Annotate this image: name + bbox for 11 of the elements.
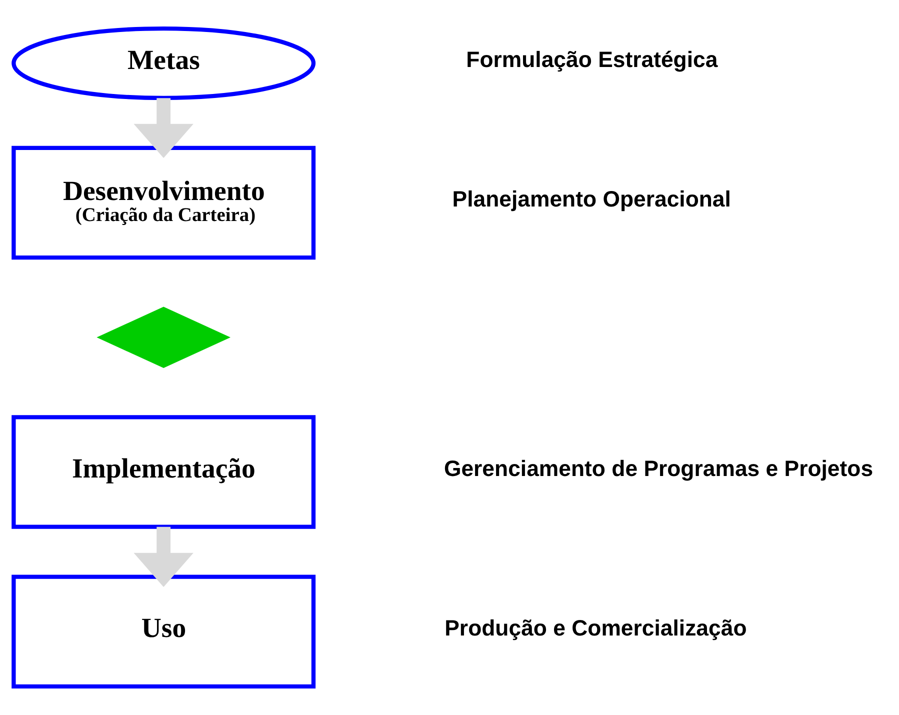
node-box: Implementação xyxy=(12,415,316,529)
label: Planejamento Operacional xyxy=(452,186,731,212)
arrow xyxy=(134,526,194,587)
label: Formulação Estratégica xyxy=(466,47,718,72)
arrow xyxy=(134,98,194,158)
node-diamond xyxy=(96,306,230,368)
node-box: Uso xyxy=(12,574,316,689)
node-box: Desenvolvimento (Criação da Carteira) xyxy=(12,146,316,260)
node-ellipse: Metas xyxy=(12,26,316,100)
label: Produção e Comercialização xyxy=(444,616,747,641)
label: Gerenciamento de Programas e Projetos xyxy=(444,456,874,481)
